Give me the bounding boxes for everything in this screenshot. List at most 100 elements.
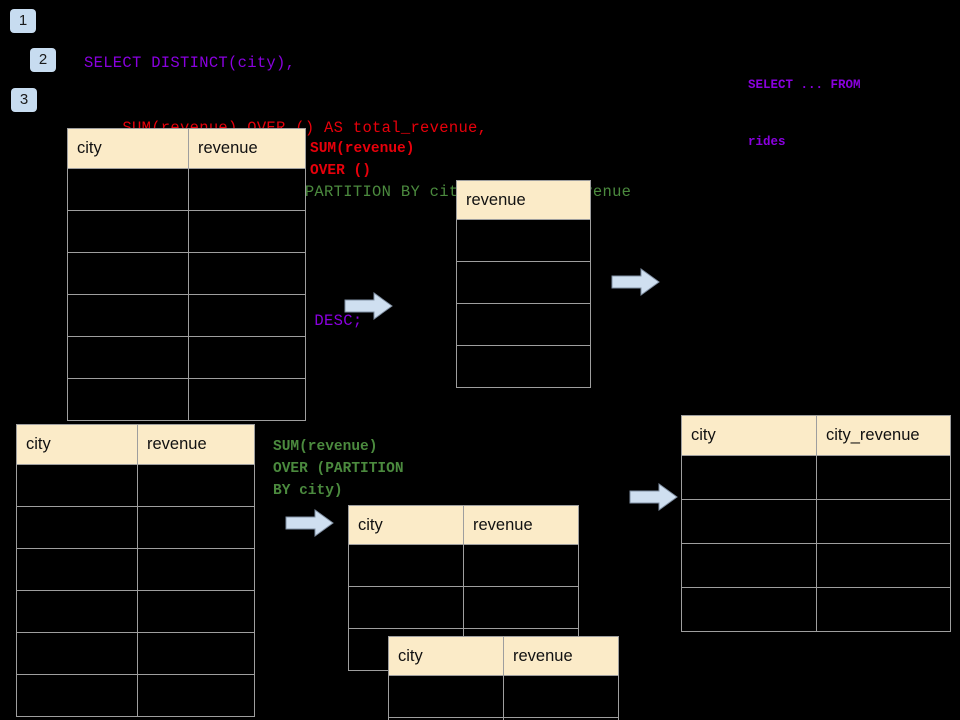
table-row [681, 587, 951, 632]
table-cell [456, 261, 591, 304]
table-cell [681, 499, 817, 544]
column-header-revenue: revenue [463, 505, 579, 545]
table-cell [67, 294, 189, 337]
table-cell [681, 455, 817, 500]
table-row [67, 294, 306, 337]
table-cell [463, 544, 579, 587]
table-cell [681, 543, 817, 588]
table-cell [137, 674, 255, 717]
table-row [681, 455, 951, 500]
table-header-row: city revenue [388, 636, 619, 676]
table-cell [456, 303, 591, 346]
table-row [456, 345, 591, 388]
arrow-right-icon-partition-to-result [629, 483, 678, 511]
table-cell [456, 345, 591, 388]
table-cell [816, 499, 951, 544]
table-cell [67, 336, 189, 379]
sql-side-note-line-1: SELECT ... FROM [748, 78, 861, 92]
table-row [67, 168, 306, 211]
table-row [456, 303, 591, 346]
table-cell [16, 506, 138, 549]
step-badge-1: 1 [10, 9, 36, 33]
column-header-city: city [388, 636, 504, 676]
table-cell [137, 590, 255, 633]
table-body [456, 219, 591, 388]
table-cell [388, 675, 504, 718]
table-cell [348, 544, 464, 587]
table-body [67, 168, 306, 421]
column-header-revenue: revenue [456, 180, 591, 220]
column-header-city: city [348, 505, 464, 545]
table-row [16, 506, 255, 549]
table-header-row: revenue [456, 180, 591, 220]
table-cell [816, 543, 951, 588]
table-body [16, 464, 255, 717]
column-header-city-revenue: city_revenue [816, 415, 951, 456]
column-header-city: city [681, 415, 817, 456]
table-cell [137, 548, 255, 591]
table-row [348, 586, 579, 629]
sql-side-note-line-2: rides [748, 135, 786, 149]
table-cell [67, 378, 189, 421]
table-header-row: city revenue [348, 505, 579, 545]
table-row [67, 252, 306, 295]
table-cell [503, 675, 619, 718]
table-row [456, 261, 591, 304]
sql-line-1: SELECT DISTINCT(city), [84, 54, 296, 72]
table-row [16, 464, 255, 507]
arrow-right-icon-source-to-partition [285, 509, 334, 537]
table-row [16, 674, 255, 717]
table-header-row: city revenue [67, 128, 306, 169]
table-revenue-only: revenue [456, 180, 591, 388]
table-cell [16, 632, 138, 675]
table-cell [456, 219, 591, 262]
table-row [681, 499, 951, 544]
column-header-city: city [67, 128, 189, 169]
table-cell [463, 586, 579, 629]
table-cell [67, 168, 189, 211]
table-cell [681, 587, 817, 632]
table-row [388, 675, 619, 718]
table-source-top: city revenue [67, 128, 306, 421]
column-header-revenue: revenue [137, 424, 255, 465]
table-cell [188, 210, 306, 253]
table-cell [188, 336, 306, 379]
table-cell [188, 168, 306, 211]
table-cell [348, 586, 464, 629]
table-row [681, 543, 951, 588]
step-badge-3: 3 [11, 88, 37, 112]
table-row [67, 210, 306, 253]
column-header-revenue: revenue [503, 636, 619, 676]
annotation-total-revenue: SUM(revenue) OVER () [310, 141, 415, 179]
column-header-revenue: revenue [188, 128, 306, 169]
table-cell [816, 455, 951, 500]
table-partition-a: city revenue [348, 505, 579, 671]
table-cell [16, 548, 138, 591]
table-row [67, 378, 306, 421]
table-cell [67, 252, 189, 295]
table-row [16, 632, 255, 675]
table-result: city city_revenue [681, 415, 951, 632]
table-cell [137, 464, 255, 507]
sql-side-note: SELECT ... FROM rides [748, 38, 861, 190]
step-badge-2: 2 [30, 48, 56, 72]
table-cell [188, 294, 306, 337]
table-cell [816, 587, 951, 632]
table-partition-b: city revenue [388, 636, 619, 720]
table-cell [137, 506, 255, 549]
table-source-bottom: city revenue [16, 424, 255, 717]
table-row [388, 717, 619, 720]
column-header-city: city [16, 424, 138, 465]
table-cell [67, 210, 189, 253]
table-cell [188, 378, 306, 421]
table-row [16, 590, 255, 633]
table-cell [16, 590, 138, 633]
annotation-city-revenue: SUM(revenue) OVER (PARTITION BY city) [273, 439, 404, 499]
table-cell [16, 674, 138, 717]
table-row [348, 544, 579, 587]
table-row [16, 548, 255, 591]
table-body [681, 455, 951, 632]
table-header-row: city revenue [16, 424, 255, 465]
table-body [388, 675, 619, 720]
